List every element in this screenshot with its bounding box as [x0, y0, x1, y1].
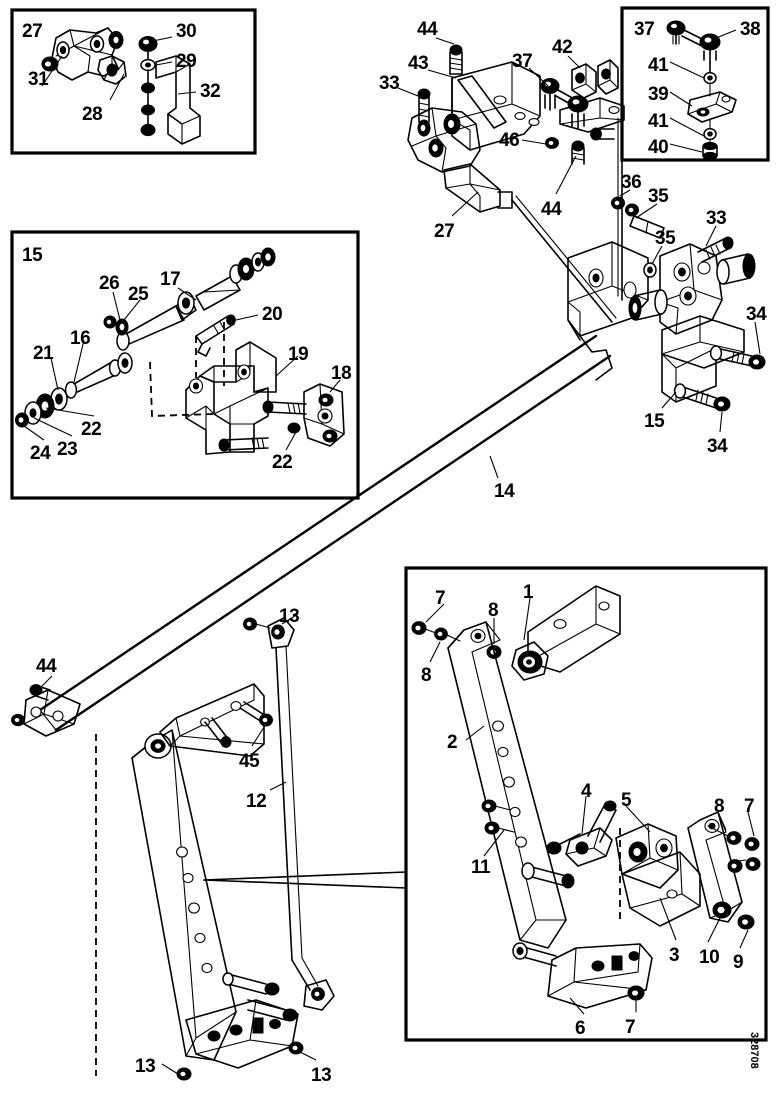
callout-33: 33 [379, 73, 400, 94]
callout-30: 30 [176, 21, 197, 42]
callout-15: 15 [644, 411, 665, 432]
callout-8: 8 [488, 600, 499, 621]
callout-3: 3 [669, 945, 680, 966]
lower-right-assembly [203, 585, 761, 1015]
detail-assembly-15 [15, 247, 345, 455]
callout-13: 13 [311, 1065, 332, 1086]
callout-5: 5 [621, 790, 632, 811]
callout-35: 35 [648, 186, 669, 207]
callout-32: 32 [200, 81, 221, 102]
callout-8: 8 [421, 665, 432, 686]
callout-2: 2 [447, 732, 458, 753]
callout-45: 45 [239, 751, 260, 772]
callout-4: 4 [581, 781, 592, 802]
right-middle-assembly [611, 189, 766, 433]
callout-8: 8 [714, 796, 725, 817]
callout-17: 17 [160, 269, 181, 290]
callout-11: 11 [471, 857, 491, 878]
detail-assembly-27 [41, 27, 201, 145]
callout-35: 35 [655, 228, 676, 249]
callout-20: 20 [262, 304, 283, 325]
callout-7: 7 [625, 1017, 636, 1038]
upper-main-assembly [397, 37, 649, 381]
callout-9: 9 [733, 952, 744, 973]
callout-1: 1 [523, 582, 534, 603]
callout-41: 41 [648, 111, 669, 132]
callout-44: 44 [417, 19, 438, 40]
callout-18: 18 [331, 363, 352, 384]
callout-33: 33 [706, 208, 727, 229]
inset-box-lower [404, 566, 768, 1042]
inset-box-15 [10, 230, 360, 500]
plate-code: 328708 [748, 1032, 760, 1069]
callout-10: 10 [699, 947, 720, 968]
callout-41: 41 [648, 55, 669, 76]
callout-42: 42 [552, 37, 573, 58]
callout-15: 15 [22, 245, 43, 266]
callout-46: 46 [499, 130, 520, 151]
callout-37: 37 [512, 51, 533, 72]
inset-box-37 [620, 6, 770, 162]
callout-37: 37 [634, 19, 655, 40]
callout-14: 14 [494, 481, 515, 502]
callout-36: 36 [621, 172, 642, 193]
callout-38: 38 [740, 19, 761, 40]
callout-27: 27 [434, 221, 455, 242]
callout-26: 26 [99, 273, 120, 294]
detail-assembly-37 [666, 20, 737, 161]
callout-31: 31 [28, 69, 49, 90]
torsion-bar-14 [38, 334, 612, 732]
callout-43: 43 [408, 53, 429, 74]
callout-25: 25 [128, 284, 149, 305]
callout-44: 44 [36, 656, 57, 677]
callout-40: 40 [648, 137, 669, 158]
lower-left-assembly [11, 613, 335, 1081]
callout-7: 7 [435, 588, 446, 609]
callout-29: 29 [176, 51, 197, 72]
callout-23: 23 [57, 439, 78, 460]
callout-27: 27 [22, 21, 43, 42]
inset-box-27 [10, 8, 257, 155]
callout-6: 6 [575, 1018, 586, 1039]
callout-28: 28 [82, 104, 103, 125]
callout-13: 13 [135, 1056, 156, 1077]
callout-34: 34 [746, 304, 767, 325]
callout-39: 39 [648, 84, 669, 105]
callout-22: 22 [272, 452, 293, 473]
callout-19: 19 [288, 344, 309, 365]
callout-24: 24 [30, 443, 51, 464]
callout-22: 22 [81, 419, 102, 440]
callout-12: 12 [246, 791, 267, 812]
callout-7: 7 [744, 796, 755, 817]
callout-13: 13 [279, 606, 300, 627]
callout-16: 16 [70, 328, 91, 349]
callout-21: 21 [33, 343, 54, 364]
callout-44: 44 [541, 199, 562, 220]
callout-34: 34 [707, 436, 728, 457]
